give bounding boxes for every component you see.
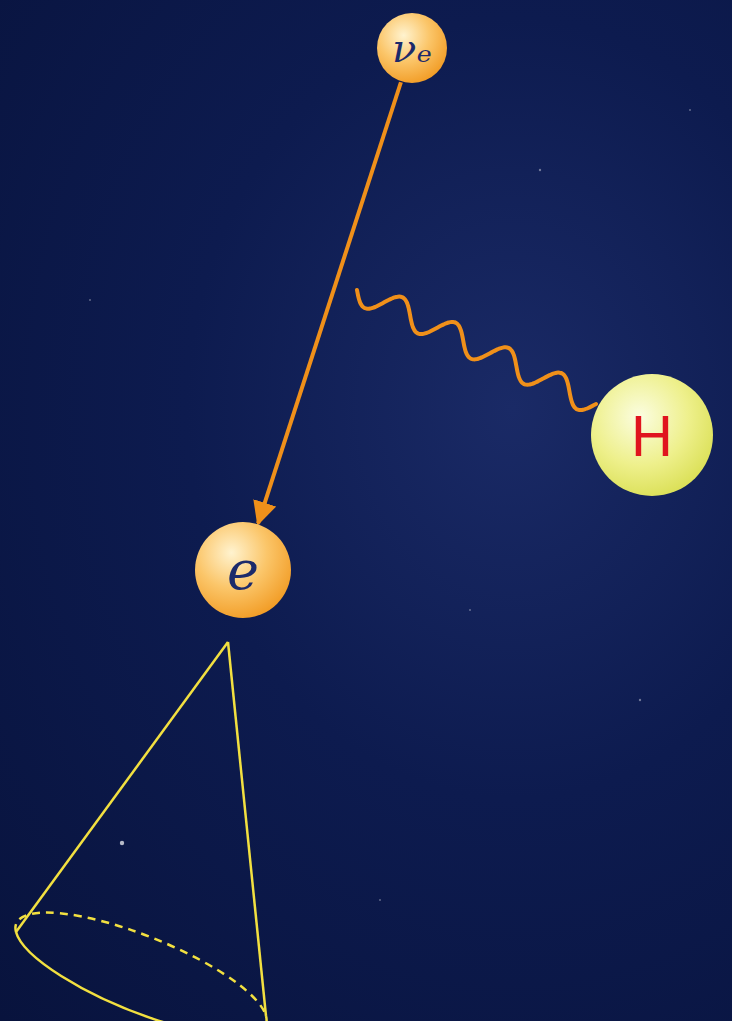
higgs-circle: H <box>591 374 713 496</box>
particle-symbol: νₑ <box>392 25 432 71</box>
neutrino-circle: νₑ <box>377 13 447 83</box>
cone-edge <box>16 642 228 932</box>
star <box>379 899 381 901</box>
star <box>539 169 541 171</box>
boson-wavy-line <box>357 290 596 410</box>
star <box>689 109 691 111</box>
particle-symbol: H <box>631 402 673 469</box>
stars <box>89 109 691 901</box>
cherenkov-cone <box>15 642 266 1021</box>
star <box>469 609 471 611</box>
cone-base-front <box>16 932 267 1021</box>
star <box>120 841 124 845</box>
star <box>639 699 641 701</box>
propagation-arrow <box>258 82 401 523</box>
cone-base-back <box>15 913 266 1016</box>
cone-edge <box>228 642 266 1016</box>
electron-circle: e <box>195 522 291 618</box>
particle-symbol: e <box>227 539 259 602</box>
star <box>89 299 91 301</box>
